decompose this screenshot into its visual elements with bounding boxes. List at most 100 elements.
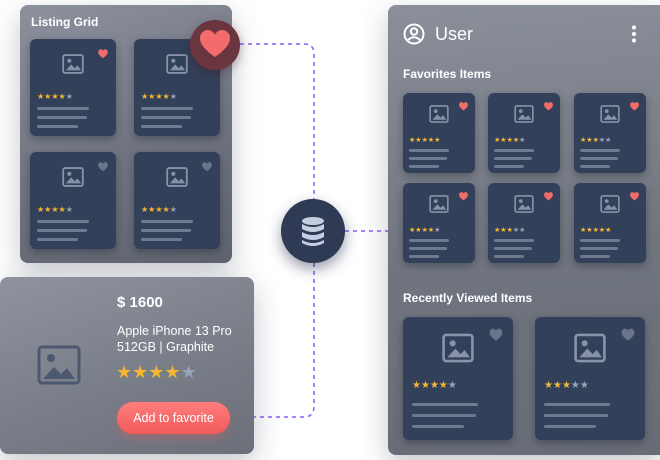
star-icon: ★ [598,227,606,234]
user-panel: User Favorites Items ★★★★★★★★★★★★★★★★★★★… [388,5,660,455]
text-placeholder-line [141,229,191,232]
favorite-item-card[interactable]: ★★★★★ [574,93,646,173]
listing-card[interactable]: ★★★★★ [30,39,116,136]
listing-grid-title: Listing Grid [31,15,99,29]
text-placeholder-line [494,157,532,160]
star-icon: ★ [37,92,45,101]
favorite-item-card[interactable]: ★★★★★ [403,183,475,263]
text-placeholder-line [580,149,620,152]
star-icon: ★ [427,227,435,234]
image-icon [514,195,534,218]
star-icon: ★ [409,137,416,144]
star-icon: ★ [598,137,606,144]
rating-stars: ★★★★★ [412,381,457,391]
star-icon: ★ [44,205,52,214]
heart-icon[interactable] [629,189,640,207]
text-placeholder-line [494,165,524,168]
text-placeholder-line [141,238,182,241]
database-icon [302,217,324,246]
text-placeholder-line [409,239,449,242]
star-icon: ★ [37,205,45,214]
rating-stars: ★★★★★ [580,227,611,234]
star-icon: ★ [586,227,593,234]
text-placeholder-line [409,255,439,258]
text-placeholder-line [544,403,610,406]
star-icon: ★ [415,137,422,144]
star-icon: ★ [500,137,507,144]
star-icon: ★ [447,380,457,391]
star-icon: ★ [162,92,170,101]
text-placeholder-line [409,149,449,152]
product-name-line1: Apple iPhone 13 Pro [117,324,232,338]
heart-icon[interactable] [458,99,469,117]
text-placeholder-line [412,403,478,406]
star-icon: ★ [512,227,520,234]
text-placeholder-line [37,107,89,110]
star-icon: ★ [44,92,52,101]
add-to-favorite-button[interactable]: Add to favorite [117,402,230,434]
image-icon [442,333,474,368]
recent-item-card[interactable]: ★★★★★ [403,317,513,440]
listing-card[interactable]: ★★★★★ [30,152,116,249]
favorite-item-card[interactable]: ★★★★★ [488,183,560,263]
heart-icon[interactable] [543,189,554,207]
rating-stars: ★★★★★ [141,93,177,101]
star-icon: ★ [141,205,149,214]
rating-stars: ★★★★★ [494,227,525,234]
rating-stars: ★★★★★ [141,206,177,214]
rating-stars: ★★★★★ [580,137,611,144]
star-icon: ★ [164,362,181,382]
star-icon: ★ [552,380,562,391]
star-icon: ★ [51,205,59,214]
text-placeholder-line [412,414,476,417]
image-icon [429,105,449,128]
star-icon: ★ [580,137,587,144]
favorite-item-card[interactable]: ★★★★★ [574,183,646,263]
rating-stars: ★★★★★ [544,381,589,391]
star-icon: ★ [579,380,589,391]
listing-card[interactable]: ★★★★★ [134,39,220,136]
star-icon: ★ [592,137,599,144]
star-icon: ★ [580,227,587,234]
star-icon: ★ [51,92,59,101]
connector-grid-to-db [240,43,315,199]
text-placeholder-line [141,125,182,128]
star-icon: ★ [148,92,156,101]
heart-icon[interactable] [201,160,213,178]
star-icon: ★ [162,205,170,214]
heart-icon[interactable] [543,99,554,117]
text-placeholder-line [544,425,596,428]
text-placeholder-line [409,247,447,250]
favorite-item-card[interactable]: ★★★★★ [403,93,475,173]
star-icon: ★ [116,362,133,382]
recent-item-card[interactable]: ★★★★★ [535,317,645,440]
heart-icon[interactable] [488,327,504,348]
image-icon [514,105,534,128]
text-placeholder-line [37,125,78,128]
favorite-item-card[interactable]: ★★★★★ [488,93,560,173]
star-icon: ★ [169,205,177,214]
listing-card[interactable]: ★★★★★ [134,152,220,249]
kebab-menu-icon[interactable] [631,25,637,43]
favorite-heart-badge[interactable] [190,20,240,70]
text-placeholder-line [141,116,191,119]
star-icon: ★ [500,227,507,234]
star-icon: ★ [570,380,580,391]
star-icon: ★ [415,227,422,234]
favorites-heading: Favorites Items [403,67,492,81]
star-icon: ★ [429,380,439,391]
heart-icon[interactable] [458,189,469,207]
text-placeholder-line [141,107,193,110]
heart-icon[interactable] [97,160,109,178]
product-rating: ★★★★★ [116,363,197,381]
heart-icon[interactable] [629,99,640,117]
heart-icon[interactable] [97,47,109,65]
star-icon: ★ [506,137,513,144]
text-placeholder-line [494,255,524,258]
text-placeholder-line [580,157,618,160]
star-icon: ★ [427,137,435,144]
text-placeholder-line [37,220,89,223]
star-icon: ★ [434,137,441,144]
heart-icon[interactable] [620,327,636,348]
